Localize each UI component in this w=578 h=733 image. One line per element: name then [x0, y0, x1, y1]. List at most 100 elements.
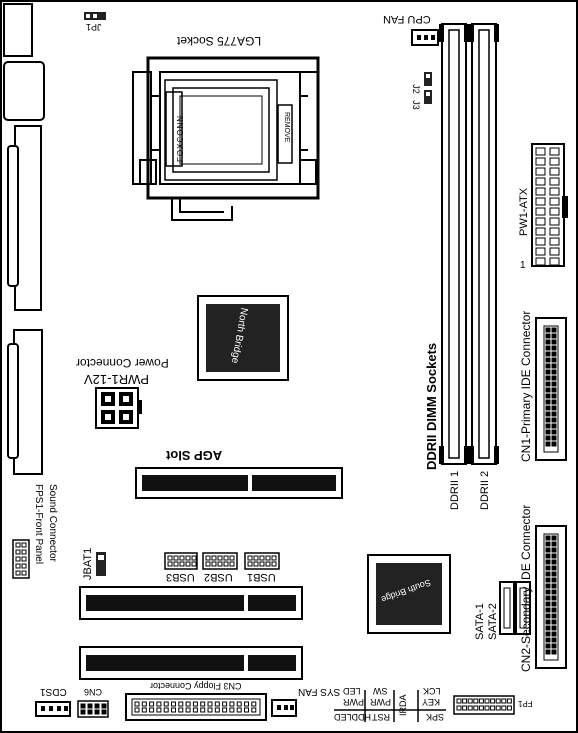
header-pin [545, 571, 551, 577]
agp-slot-label: AGP Slot [166, 448, 223, 463]
header-pin [214, 707, 220, 713]
header-pin [501, 698, 507, 704]
header-pin [551, 381, 557, 387]
header-pin [551, 607, 557, 613]
header-pin [551, 559, 557, 565]
sys-fan-connector [271, 699, 297, 717]
header-pin [253, 555, 259, 561]
cn2-secondary-ide-connector [535, 525, 567, 669]
header-pin [490, 698, 496, 704]
header-pin [490, 705, 496, 711]
header-pin [506, 705, 512, 711]
pw1-atx-label: PW1-ATX [518, 187, 530, 236]
header-pin [549, 247, 560, 256]
header-pin [214, 701, 220, 707]
header-pin [551, 577, 557, 583]
header-pin [545, 357, 551, 363]
header-pin [545, 547, 551, 553]
pci-slot-1 [79, 586, 303, 620]
header-pin [551, 589, 557, 595]
pw1-atx-pin1-label: 1 [520, 260, 526, 271]
header-pin [222, 707, 228, 713]
header-pin [156, 701, 162, 707]
header-pin [191, 561, 197, 567]
header-pin [551, 345, 557, 351]
header-pin [478, 698, 484, 704]
pwr-sw-label-1: PWR [370, 697, 391, 707]
header-pin [141, 707, 147, 713]
header-pin [495, 698, 501, 704]
header-pin [229, 561, 235, 567]
header-pin [80, 703, 86, 709]
remove-label: REMOVE [283, 112, 290, 143]
header-pin [21, 570, 27, 576]
header-pin [205, 561, 211, 567]
header-pin [545, 435, 551, 441]
header-pin [535, 197, 546, 206]
header-pin [253, 561, 259, 567]
header-pin [545, 345, 551, 351]
header-pin [535, 247, 546, 256]
header-pin [484, 705, 490, 711]
cn1-label: CN1-Primary IDE Connector [519, 310, 533, 462]
header-pin [192, 701, 198, 707]
cn6-connector [77, 700, 109, 718]
header-pin [551, 553, 557, 559]
header-pin [251, 701, 257, 707]
header-pin [478, 705, 484, 711]
header-pin [545, 387, 551, 393]
header-pin [205, 555, 211, 561]
usb1-label: USB1 [247, 571, 276, 583]
header-pin [549, 207, 560, 216]
header-pin [236, 707, 242, 713]
header-pin [545, 441, 551, 447]
header-pin [101, 703, 107, 709]
header-pin [163, 701, 169, 707]
header-pin [191, 555, 197, 561]
header-pin [21, 549, 27, 555]
header-pin [551, 435, 557, 441]
header-pin [259, 561, 265, 567]
header-pin [551, 649, 557, 655]
header-pin [163, 707, 169, 713]
header-pin [185, 707, 191, 713]
header-pin [15, 563, 21, 569]
usb2-label: USB2 [204, 571, 233, 583]
header-pin [551, 637, 557, 643]
header-pin [173, 561, 179, 567]
header-pin [551, 399, 557, 405]
usb1-header [244, 552, 280, 570]
header-pin [551, 429, 557, 435]
j2-label: J2 [410, 84, 421, 94]
fps1-label-line2: Sound Connector [47, 484, 58, 562]
header-pin [545, 619, 551, 625]
header-pin [200, 701, 206, 707]
header-pin [549, 197, 560, 206]
fp1-label-dividers [334, 690, 446, 722]
header-pin [545, 541, 551, 547]
ddrii-1-label: DDRII 1 [449, 470, 461, 510]
cpu-fan-connector [411, 29, 439, 46]
header-pin [551, 387, 557, 393]
header-pin [545, 339, 551, 345]
jp1-jumper [84, 12, 106, 20]
header-pin [551, 333, 557, 339]
header-pin [549, 227, 560, 236]
header-pin [549, 187, 560, 196]
header-pin [551, 541, 557, 547]
usb3-header [164, 552, 198, 570]
header-pin [223, 555, 229, 561]
header-pin [551, 595, 557, 601]
header-pin [551, 631, 557, 637]
header-pin [535, 207, 546, 216]
header-pin [545, 363, 551, 369]
header-pin [134, 701, 140, 707]
header-pin [545, 631, 551, 637]
pwr-sw-label-2: SW [373, 686, 388, 696]
header-pin [545, 369, 551, 375]
key-lck-label-2: LCK [423, 686, 441, 696]
header-pin [80, 709, 86, 715]
sata-2-connector [515, 581, 531, 635]
header-pin [141, 701, 147, 707]
header-pin [551, 583, 557, 589]
